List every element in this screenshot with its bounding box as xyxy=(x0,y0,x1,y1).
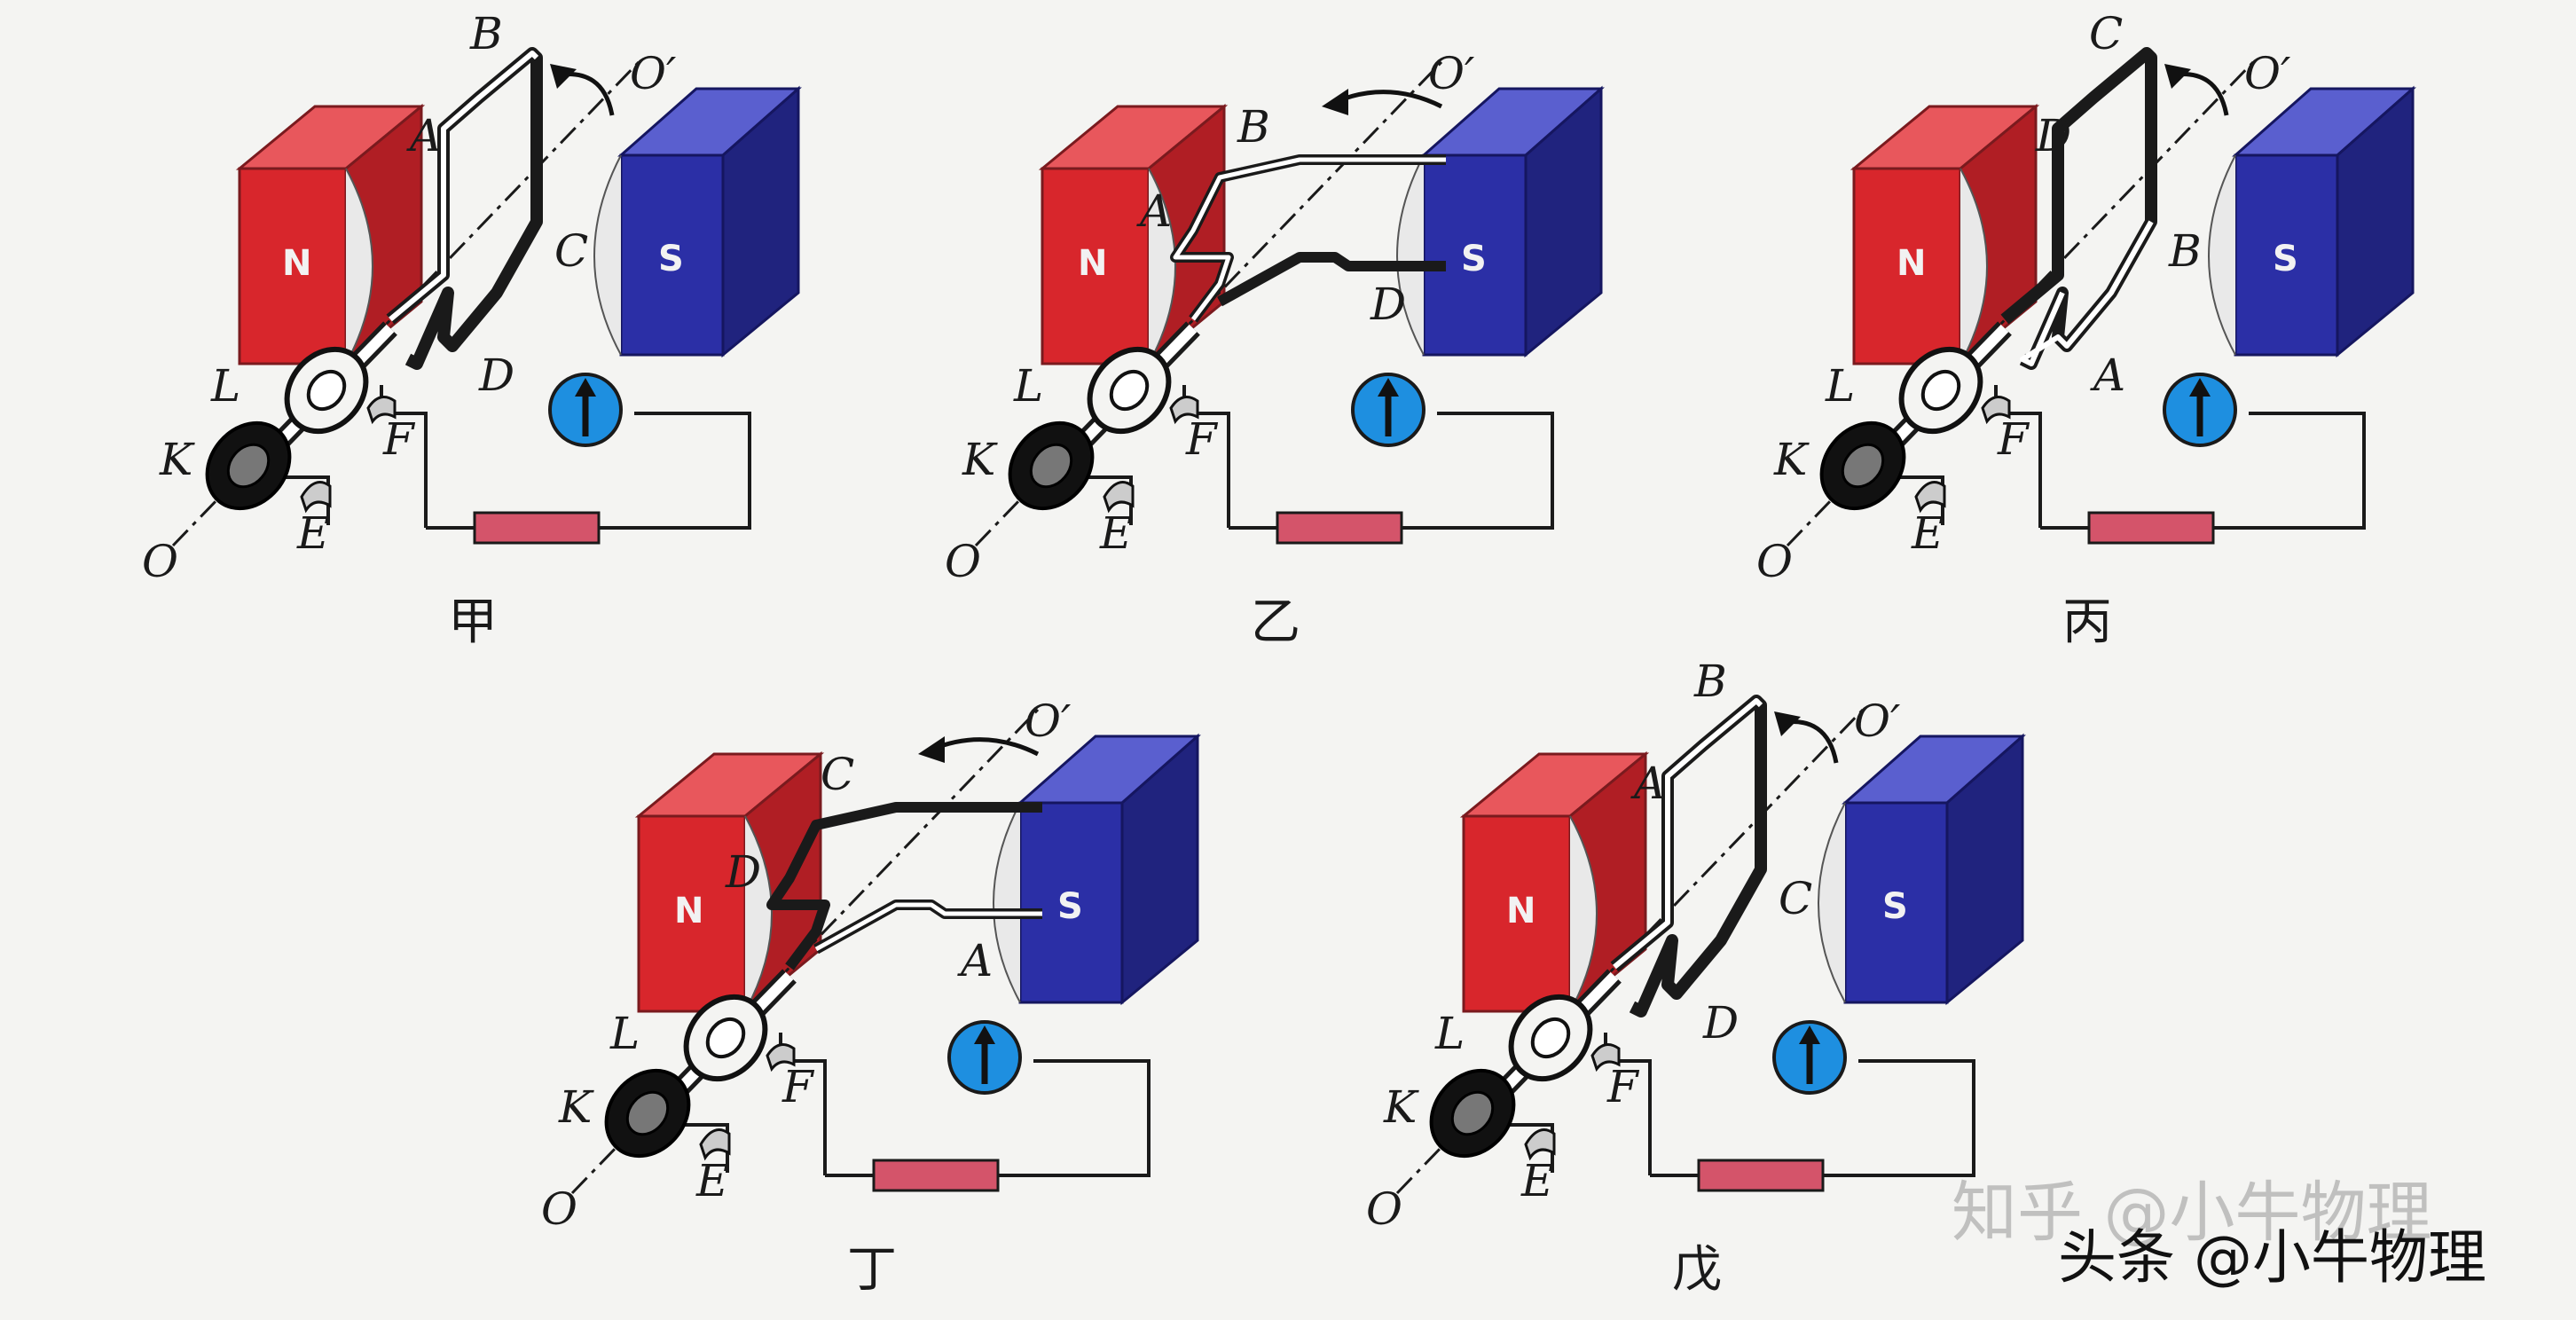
brush-lower-label: E xyxy=(1520,1155,1554,1206)
south-pole-label: S xyxy=(1461,239,1487,279)
rotation-arrow-icon xyxy=(918,736,1040,763)
brush-upper-label: F xyxy=(382,413,416,465)
south-pole-label: S xyxy=(2273,239,2298,279)
coil-label-a: A xyxy=(1136,185,1172,237)
coil-label-a: A xyxy=(957,935,993,986)
brush-upper-label: F xyxy=(781,1061,815,1112)
panel-ding: N S C D A O′ O K L F E 丁 xyxy=(541,695,1198,1299)
ring-inner-label: L xyxy=(210,360,240,412)
coil-label-b: B xyxy=(2168,225,2202,277)
axis-end-label: O′ xyxy=(1025,695,1072,747)
rotation-arrow-icon xyxy=(2164,64,2229,116)
ring-inner-label: L xyxy=(1434,1008,1465,1059)
coil-label-d: D xyxy=(2035,110,2071,161)
coil-label-c: C xyxy=(1779,873,1812,924)
south-pole-label: S xyxy=(1882,886,1908,927)
panel-caption: 丙 xyxy=(2062,593,2112,651)
coil-label-b: B xyxy=(1693,656,1727,707)
panel-caption: 甲 xyxy=(448,593,498,651)
axis-end-label: O′ xyxy=(1854,695,1901,747)
panel-jia: N S A B C D O′ O K L F E 甲 xyxy=(142,8,798,651)
ring-outer-label: K xyxy=(962,434,998,485)
coil-label-d: D xyxy=(1370,279,1406,330)
ring-inner-label: L xyxy=(609,1008,640,1059)
coil-label-c: C xyxy=(821,749,854,800)
axis-end-label: O′ xyxy=(630,48,677,99)
coil-label-c: C xyxy=(554,225,588,277)
panel-caption: 乙 xyxy=(1251,593,1300,651)
watermark-zhihu: 知乎 @小牛物理 xyxy=(1952,1175,2432,1251)
brush-upper-label: F xyxy=(1606,1061,1640,1112)
panel-caption: 戊 xyxy=(1672,1241,1722,1299)
coil-label-a: A xyxy=(1630,758,1666,809)
north-pole-label: N xyxy=(1078,243,1107,284)
axis-start-label: O xyxy=(1366,1183,1402,1235)
panel-caption: 丁 xyxy=(847,1241,897,1299)
panel-wu: N S B A C D O′ O K L F E 戊 xyxy=(1366,656,2022,1299)
rotation-arrow-icon xyxy=(550,64,615,116)
axis-end-label: O′ xyxy=(2244,48,2291,99)
brush-upper-label: F xyxy=(1185,413,1219,465)
south-pole-label: S xyxy=(658,239,684,279)
ring-outer-label: K xyxy=(1383,1081,1419,1133)
coil-label-d: D xyxy=(725,846,761,898)
ring-outer-label: K xyxy=(159,434,195,485)
ring-inner-label: L xyxy=(1013,360,1043,412)
axis-end-label: O′ xyxy=(1428,48,1475,99)
rotation-arrow-icon xyxy=(1322,89,1443,115)
brush-lower-label: E xyxy=(296,507,330,559)
panel-bing: N S C D B A O′ O K L F E 丙 xyxy=(1756,8,2413,651)
axis-start-label: O xyxy=(142,536,178,587)
coil-label-a: A xyxy=(406,110,442,161)
axis-start-label: O xyxy=(1756,536,1793,587)
coil-label-b: B xyxy=(1237,101,1270,153)
coil-label-a: A xyxy=(2090,350,2125,401)
axis-start-label: O xyxy=(945,536,981,587)
coil-label-b: B xyxy=(469,8,503,59)
ring-outer-label: K xyxy=(558,1081,594,1133)
brush-lower-label: E xyxy=(695,1155,729,1206)
watermark-toutiao: 头条 @小牛物理 xyxy=(2058,1223,2486,1292)
brush-lower-label: E xyxy=(1911,507,1944,559)
rotation-arrow-icon xyxy=(1774,711,1839,764)
brush-upper-label: F xyxy=(1997,413,2030,465)
south-pole-label: S xyxy=(1057,886,1083,927)
ring-inner-label: L xyxy=(1825,360,1855,412)
axis-start-label: O xyxy=(541,1183,577,1235)
north-pole-label: N xyxy=(282,243,311,284)
panel-yi: N S A B D O′ O K L F E 乙 xyxy=(945,48,1601,651)
brush-lower-label: E xyxy=(1099,507,1133,559)
north-pole-label: N xyxy=(674,891,703,931)
coil-label-c: C xyxy=(2089,8,2123,59)
ring-outer-label: K xyxy=(1773,434,1810,485)
coil-label-d: D xyxy=(1702,997,1739,1049)
north-pole-label: N xyxy=(1897,243,1926,284)
coil-label-d: D xyxy=(478,350,514,401)
north-pole-label: N xyxy=(1506,891,1535,931)
